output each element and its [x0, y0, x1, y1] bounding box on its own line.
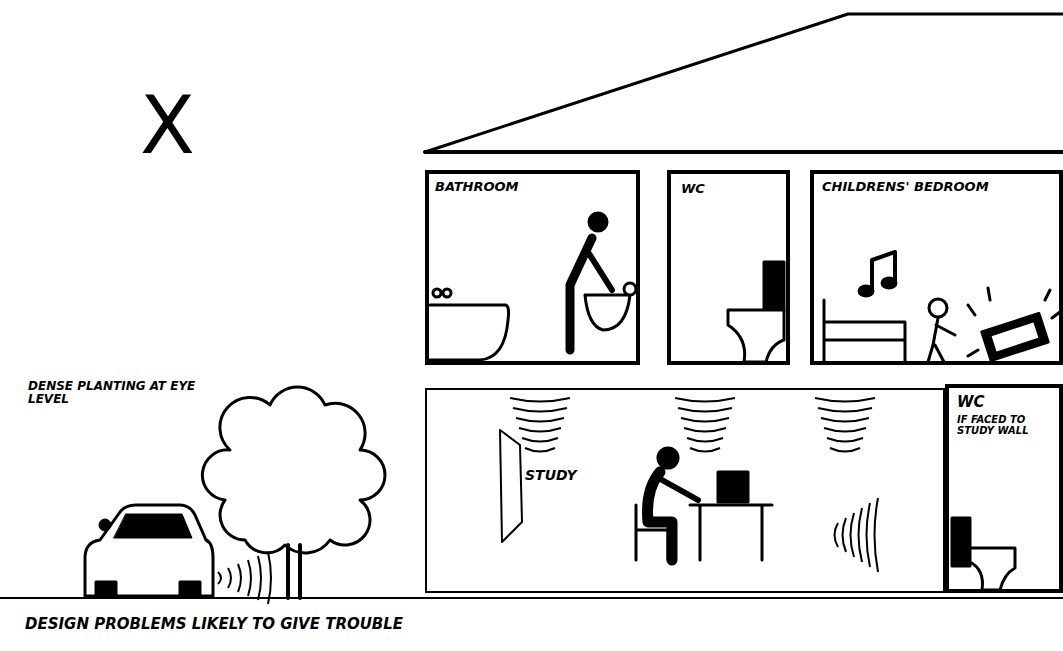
room-box: WC IF FACED TO STUDY WALL [945, 384, 1063, 593]
room-label: CHILDRENS' BEDROOM [822, 180, 992, 194]
room-box: BATHROOM [425, 170, 640, 365]
sound-wave [519, 428, 561, 432]
room-label: STUDY [525, 468, 615, 483]
room-label: WC [957, 394, 1037, 411]
sound-wave [818, 408, 872, 412]
sound-wave [835, 523, 839, 547]
sound-wave [522, 438, 558, 442]
sound-wave [681, 418, 729, 422]
caption: DESIGN PROBLEMS LIKELY TO GIVE TROUBLE [25, 616, 625, 633]
room-label: IF FACED TO STUDY WALL [957, 414, 1057, 436]
sound-wave [830, 448, 860, 452]
sound-wave [843, 518, 847, 552]
room-label: BATHROOM [435, 180, 630, 194]
note-label: DENSE PLANTING AT EYE LEVEL [28, 380, 223, 406]
sound-wave [867, 503, 871, 567]
sound-wave [675, 398, 735, 402]
sound-wave [824, 428, 866, 432]
sound-wave [258, 556, 261, 600]
sound-wave [678, 408, 732, 412]
sound-wave [859, 508, 863, 562]
sound-wave [228, 568, 231, 588]
sound-wave [510, 398, 570, 402]
sound-wave [821, 418, 869, 422]
sound-wave [687, 438, 723, 442]
sound-wave [525, 448, 555, 452]
cross-mark: X [140, 82, 230, 170]
room-box: STUDY [425, 388, 945, 593]
sound-wave [827, 438, 863, 442]
room-box: WC [667, 170, 790, 365]
sound-wave [238, 564, 241, 592]
sound-wave [690, 448, 720, 452]
sound-wave [268, 552, 271, 604]
sound-wave [513, 408, 567, 412]
sound-wave [815, 398, 875, 402]
sound-wave [516, 418, 564, 422]
sound-wave [218, 572, 221, 584]
sound-wave [248, 560, 251, 596]
sound-wave [851, 513, 855, 557]
room-box: CHILDRENS' BEDROOM [810, 170, 1063, 365]
sound-wave [684, 428, 726, 432]
sound-wave [875, 498, 879, 572]
room-label: WC [681, 182, 781, 196]
